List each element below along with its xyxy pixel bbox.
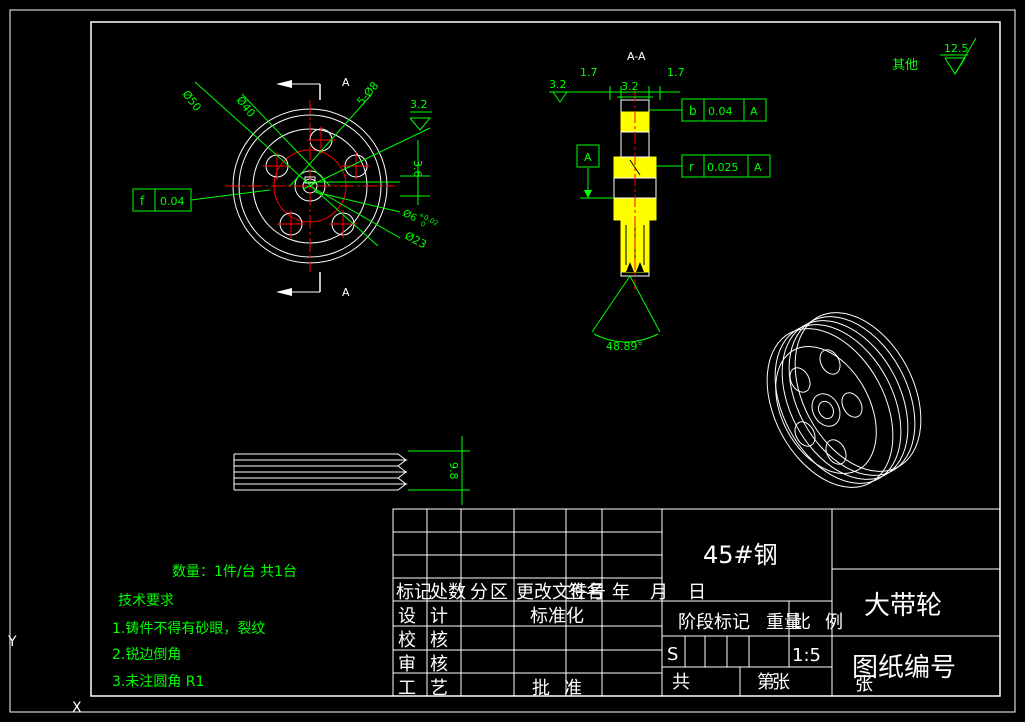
dim-hub: Ø23 [403,229,429,251]
other-roughness: 其他 12.5 [892,37,977,75]
rev-count: 处数 [430,582,466,603]
rev-mark: 标记 [396,582,432,603]
review-label: 审核 [398,654,462,675]
quantity-note: 数量：1件/台 共1台 [172,564,297,580]
section-mark-bottom: A [342,286,350,299]
material: 45#钢 [703,541,778,569]
dim-width: 3.2 [621,80,639,93]
rev-month: 月 [650,582,668,603]
roughness-front: 3.2 [410,98,428,111]
total-label: 共 [672,672,690,693]
roughness-section: 3.2 [549,78,567,91]
rev-doc: 更改文件号 [516,582,606,603]
side-view: 9.8 [233,436,470,505]
technical-notes: 数量：1件/台 共1台 技术要求 1.铸件不得有砂眼，裂纹 2.锐边倒角 3.未… [112,564,297,690]
front-view: A A Ø50 Ø40 5-Ø8 3.2 3.6 Ø6 +0.02 0 Ø23 [132,76,440,299]
dim-keyway: 3.6 [411,160,424,178]
title-block [392,508,1001,697]
outer-border [9,9,1016,713]
groove-angle: 48.89° [606,340,643,353]
ucs-icon: Y X [7,634,82,716]
rev-zone: 分 [470,582,488,603]
rev-zone2: 区 [490,582,508,603]
datum-a: A [584,151,592,164]
section-title: A-A [627,50,646,63]
dim-holes: 5-Ø8 [354,79,381,108]
dim-bore-tol2: 0 [419,220,427,229]
design-label: 设计 [398,606,462,627]
standardize-label: 标准化 [530,606,584,627]
page-label: 第 [757,672,775,693]
stage-mark-label: 阶段标记 [678,612,750,633]
section-view: A-A [549,50,771,353]
section-mark-top: A [342,76,350,89]
notes-heading: 技术要求 [118,593,174,609]
note-item: 1.铸件不得有砂眼，裂纹 [112,620,265,637]
other-label: 其他 [892,58,918,73]
drawing-number: 图纸编号 [852,653,956,683]
tol2-datum: A [754,161,762,174]
tol-value-front: 0.04 [160,195,185,208]
process-label: 工艺 [398,678,462,699]
tol1-value: 0.04 [708,105,733,118]
ucs-x-label: X [72,700,82,716]
dim-right: 1.7 [667,66,685,79]
tol2-symbol: r [689,160,694,174]
approve-label: 批准 [532,678,596,699]
other-value: 12.5 [944,42,969,55]
scale-value: 1:5 [792,645,821,666]
scale-label: 比例 [793,612,857,633]
tol2-value: 0.025 [707,161,739,174]
ucs-y-label: Y [7,634,17,650]
rev-day: 日 [688,582,706,603]
note-item: 3.未注圆角 R1 [112,674,204,690]
tol1-datum: A [750,105,758,118]
tol-symbol-front: f [140,194,145,208]
page-sheets-label: 张 [855,674,873,695]
rev-year: 年 [612,582,630,603]
title-block-text: 45#钢 大带轮 图纸编号 标记 处数 分 区 更改文件号 签名 年 月 日 设… [396,541,956,699]
check-label: 校核 [398,630,462,651]
rev-sign: 签名 [568,582,604,603]
isometric-view [766,312,922,488]
dim-bore: Ø6 [401,207,419,224]
tol1-symbol: b [689,104,697,118]
note-item: 2.锐边倒角 [112,647,181,663]
dim-outer-diameter: Ø50 [180,88,204,114]
weight-label: 重量 [766,612,802,633]
side-dim-width: 9.8 [447,462,460,480]
stage-s: S [667,644,678,665]
sheets-label: 张 [772,672,790,693]
part-name: 大带轮 [864,591,942,621]
dim-bolt-circle: Ø40 [234,94,258,120]
dim-left: 1.7 [580,66,598,79]
